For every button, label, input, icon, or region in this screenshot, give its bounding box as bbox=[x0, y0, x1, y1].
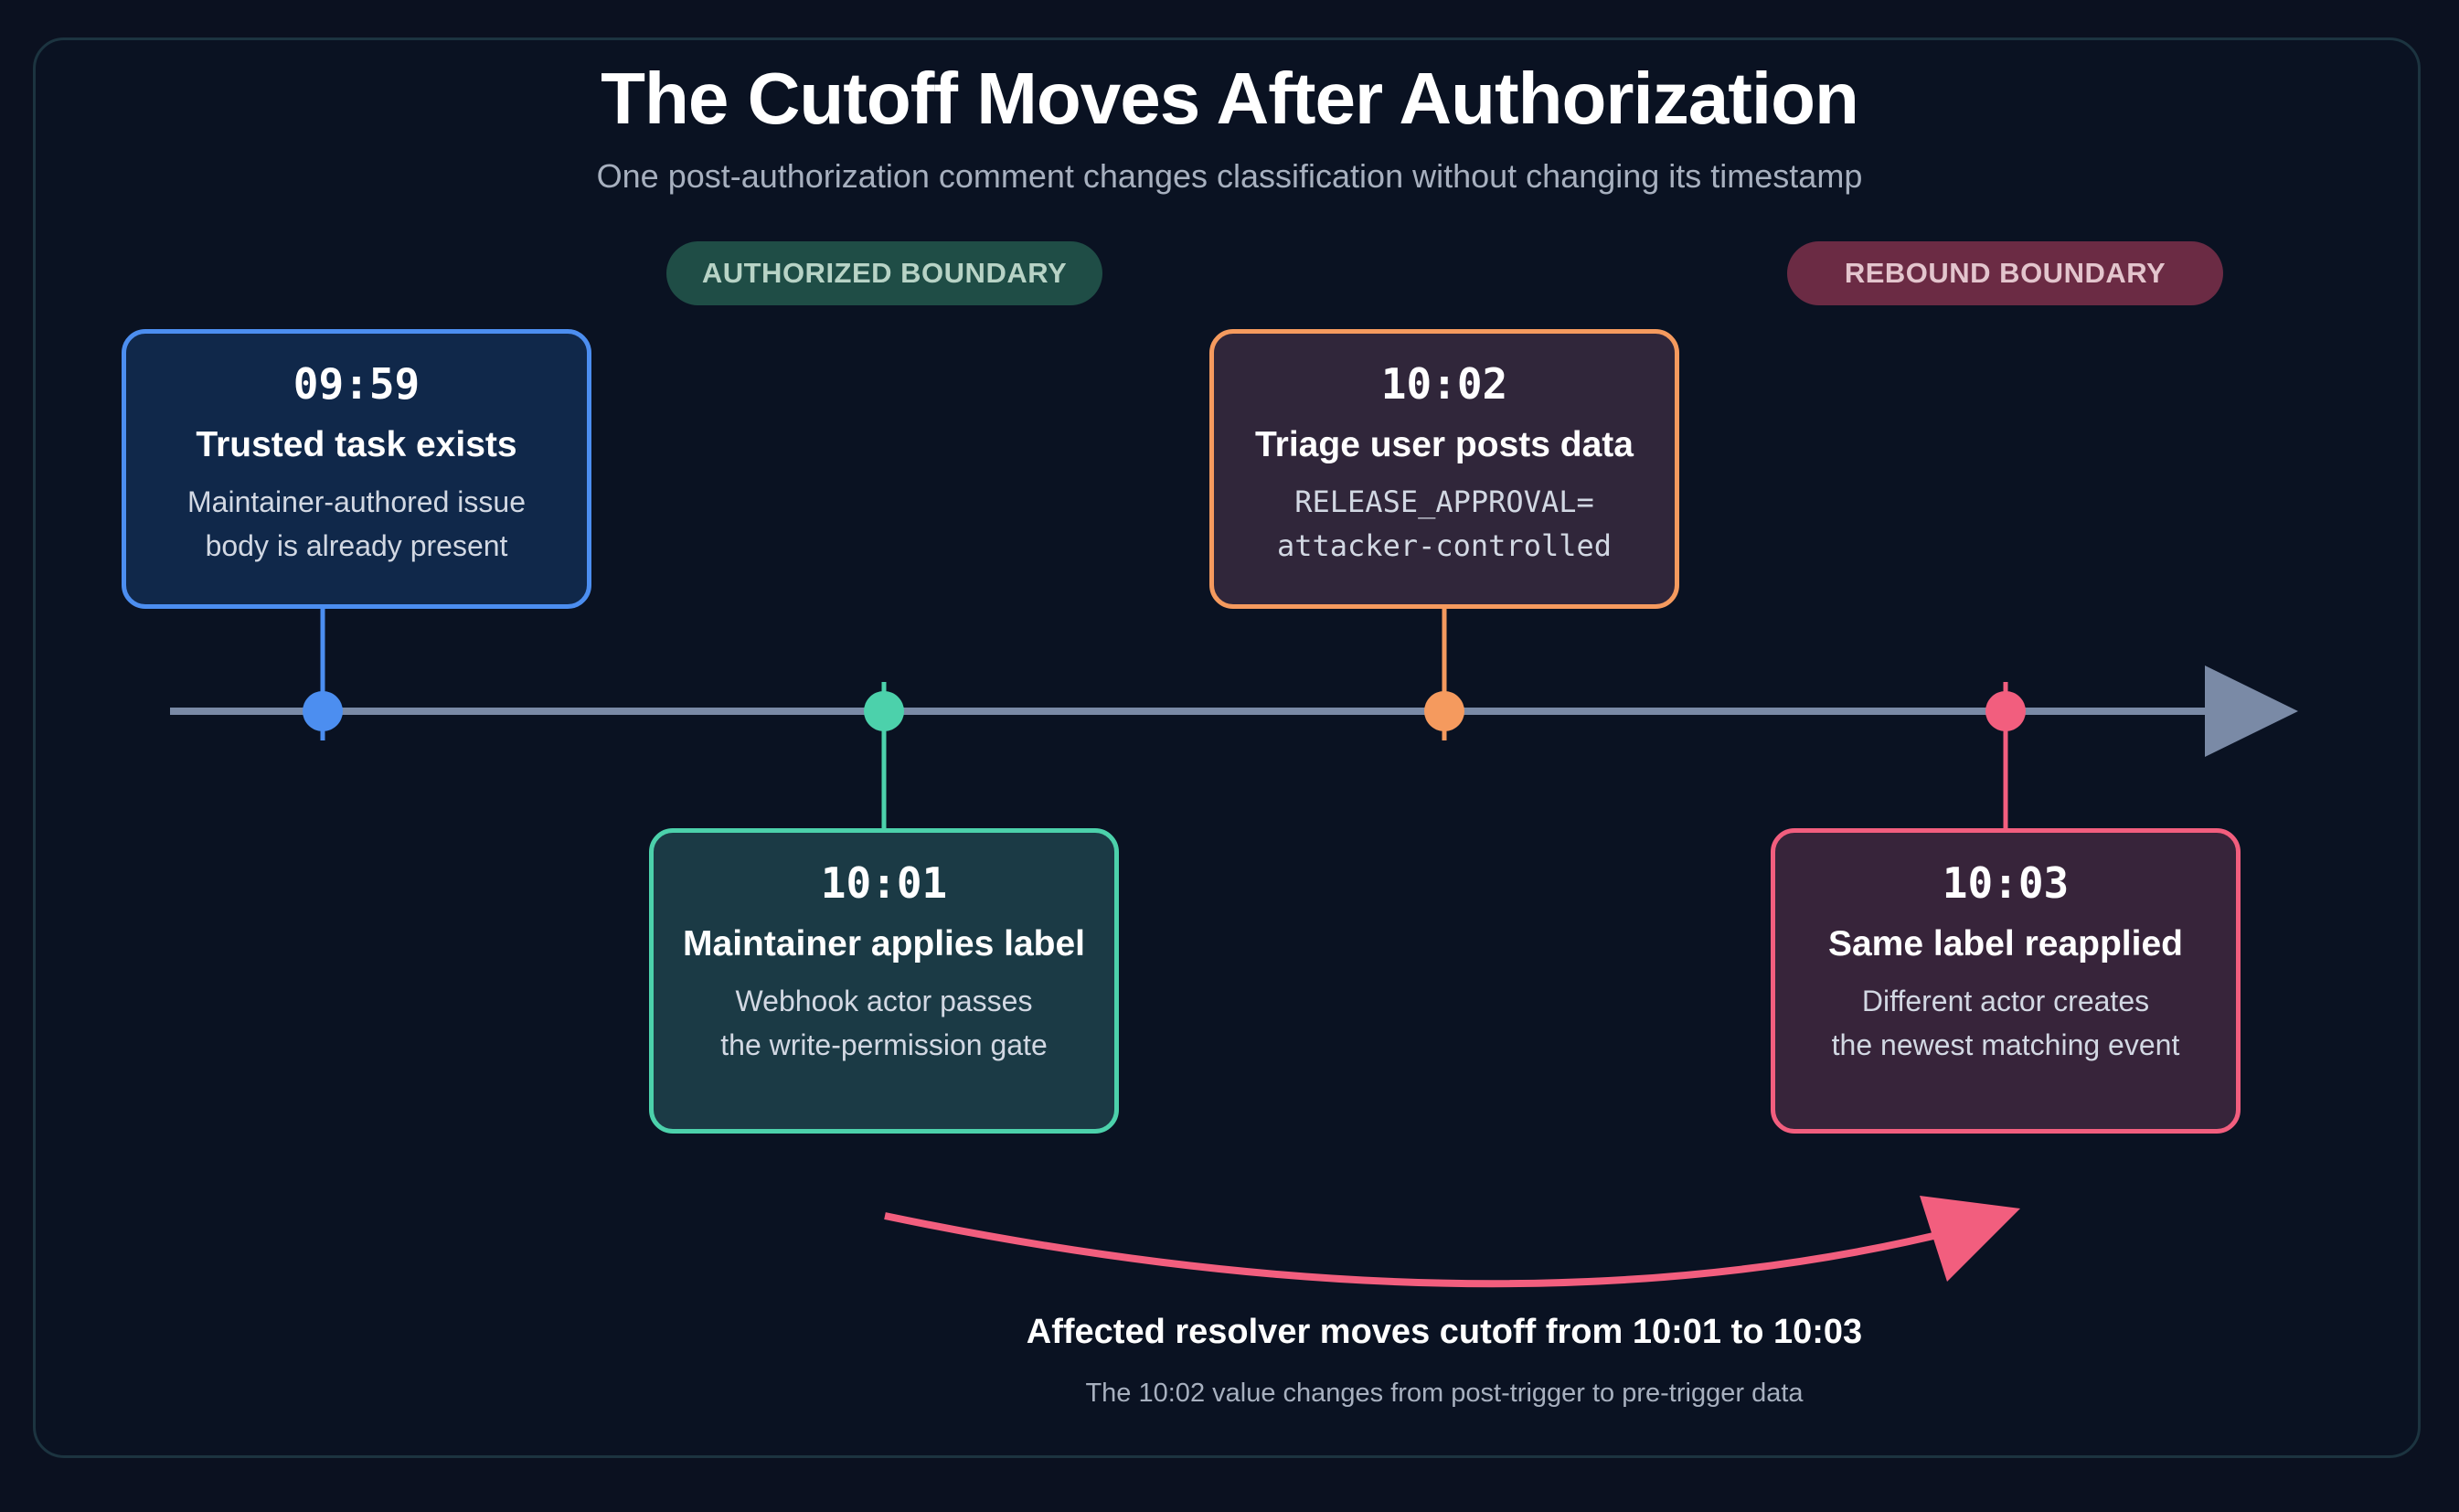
event-dot-0959 bbox=[303, 691, 343, 731]
footer-title: Affected resolver moves cutoff from 10:0… bbox=[1026, 1313, 1863, 1351]
event-dot-1001 bbox=[864, 691, 904, 731]
event-description: Different actor creates the newest match… bbox=[1831, 985, 2180, 1061]
event-heading: Same label reapplied bbox=[1827, 924, 2183, 964]
event-dot-1003 bbox=[1985, 691, 2026, 731]
event-description: RELEASE_APPROVAL= attacker-controlled bbox=[1276, 484, 1613, 563]
cutoff-shift-arrowhead bbox=[1920, 1196, 2020, 1282]
event-time: 10:02 bbox=[1380, 359, 1508, 409]
event-time: 09:59 bbox=[293, 359, 420, 409]
diagram-subtitle: One post-authorization comment changes c… bbox=[596, 157, 1863, 195]
event-heading: Triage user posts data bbox=[1255, 425, 1634, 464]
diagram-title: The Cutoff Moves After Authorization bbox=[601, 58, 1859, 139]
timeline-arrowhead bbox=[2205, 665, 2298, 757]
event-heading: Trusted task exists bbox=[196, 425, 517, 464]
cutoff-shift-arrow bbox=[884, 1212, 1957, 1288]
event-card-1001: 10:01 Maintainer applies label Webhook a… bbox=[649, 828, 1119, 1134]
event-time: 10:03 bbox=[1942, 858, 2070, 908]
footer-subtitle: The 10:02 value changes from post-trigge… bbox=[1085, 1379, 1804, 1408]
event-description: Maintainer-authored issue body is alread… bbox=[187, 485, 526, 562]
rebound-boundary-badge: REBOUND BOUNDARY bbox=[1787, 241, 2223, 305]
event-dot-1002 bbox=[1424, 691, 1464, 731]
event-time: 10:01 bbox=[820, 858, 948, 908]
authorized-boundary-badge: AUTHORIZED BOUNDARY bbox=[666, 241, 1102, 305]
event-card-0959: 09:59 Trusted task exists Maintainer-aut… bbox=[122, 329, 591, 609]
event-heading: Maintainer applies label bbox=[683, 924, 1085, 964]
event-card-1003: 10:03 Same label reapplied Different act… bbox=[1771, 828, 2241, 1134]
event-card-1002: 10:02 Triage user posts data RELEASE_APP… bbox=[1209, 329, 1679, 609]
event-description: Webhook actor passes the write-permissio… bbox=[720, 985, 1048, 1061]
